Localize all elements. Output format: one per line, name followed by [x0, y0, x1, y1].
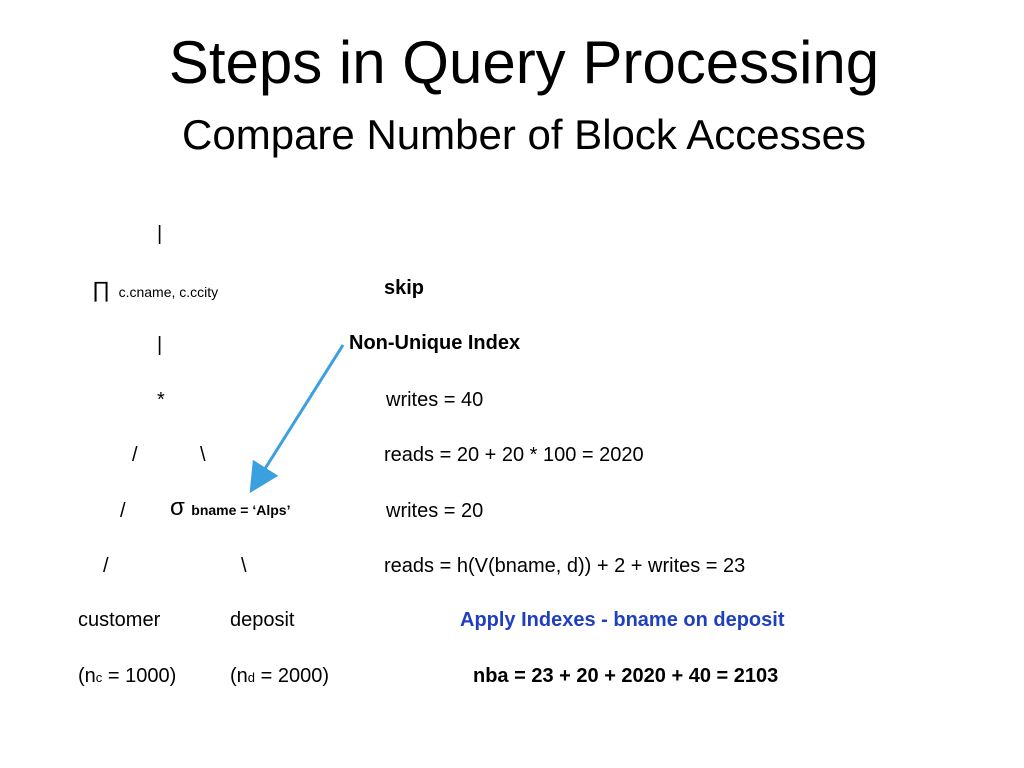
slide-subtitle: Compare Number of Block Accesses: [182, 111, 866, 158]
nba-total: nba = 23 + 20 + 2020 + 40 = 2103: [473, 665, 779, 687]
projection-node: ∏ c.cname, c.ccity: [92, 278, 218, 302]
writes-20: writes = 20: [386, 500, 484, 522]
deposit-size: (nd = 2000): [230, 665, 329, 687]
customer-size: (nc = 1000): [78, 665, 177, 687]
left-branch-3: /: [103, 555, 109, 577]
selection-condition: bname = ‘Alps’: [191, 502, 291, 518]
right-branch-1: \: [200, 444, 206, 466]
reads-2020: reads = 20 + 20 * 100 = 2020: [384, 444, 644, 466]
left-branch-2: /: [120, 500, 126, 522]
reads-23: reads = h(V(bname, d)) + 2 + writes = 23: [384, 555, 746, 577]
skip-label: skip: [384, 277, 425, 299]
non-unique-index-label: Non-Unique Index: [349, 332, 521, 354]
sigma-symbol: σ: [170, 494, 185, 521]
selection-node: σ bname = ‘Alps’: [170, 496, 290, 520]
apply-indexes-note: Apply Indexes - bname on deposit: [460, 609, 785, 631]
projection-attrs: c.cname, c.ccity: [118, 284, 219, 300]
slide-title: Steps in Query Processing: [168, 29, 880, 96]
pi-symbol: ∏: [92, 277, 111, 302]
tree-mid-bar: |: [157, 334, 163, 356]
writes-40: writes = 40: [386, 389, 484, 411]
left-branch-1: /: [132, 444, 138, 466]
join-node: *: [157, 389, 165, 411]
customer-relation: customer: [78, 609, 161, 631]
right-branch-2: \: [241, 555, 247, 577]
tree-top-bar: |: [157, 223, 163, 245]
deposit-relation: deposit: [230, 609, 295, 631]
arrow-line: [249, 344, 345, 494]
